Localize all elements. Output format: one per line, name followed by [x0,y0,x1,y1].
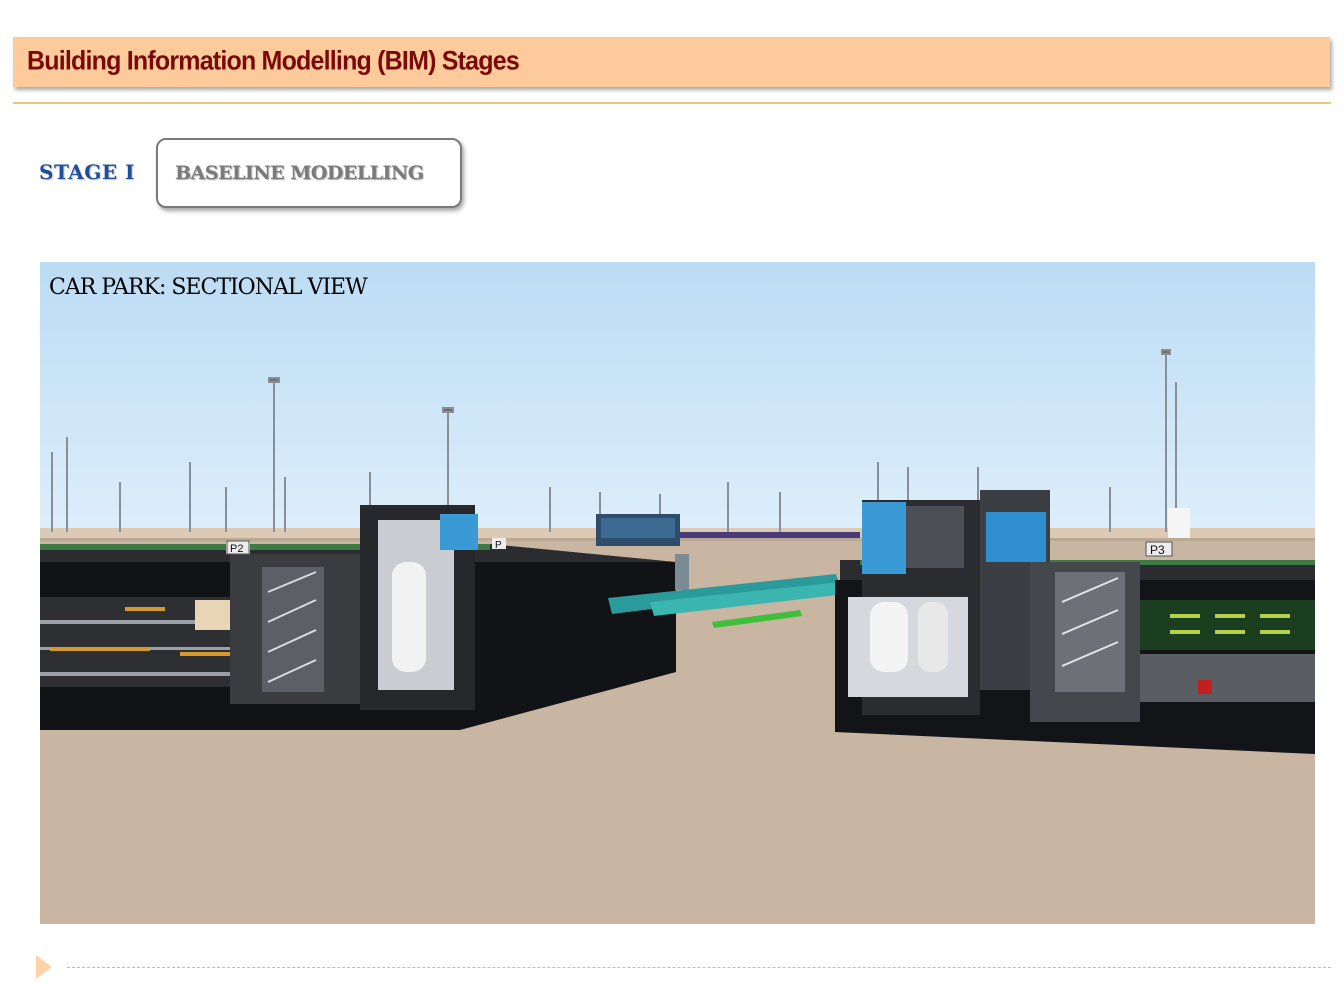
title-bar: Building Information Modelling (BIM) Sta… [13,37,1330,87]
title-divider [13,102,1331,104]
sign-p2: P2 [230,543,243,555]
footer-arrow-icon [36,955,52,979]
footer-divider [67,967,1331,968]
sign-p: P [495,540,502,551]
view-caption: CAR PARK: SECTIONAL VIEW [49,275,368,300]
stage-name: BASELINE MODELLING [175,162,424,184]
page-title: Building Information Modelling (BIM) Sta… [27,45,520,77]
sign-p3: P3 [1150,543,1165,557]
stage-name-box: BASELINE MODELLING [156,138,462,208]
stage-label: STAGE I [39,160,135,184]
bim-sectional-view-image: P2 P P3 CAR PARK: SECTIONAL VIEW [40,262,1315,924]
car-park-illustration: P2 P P3 [40,262,1315,924]
